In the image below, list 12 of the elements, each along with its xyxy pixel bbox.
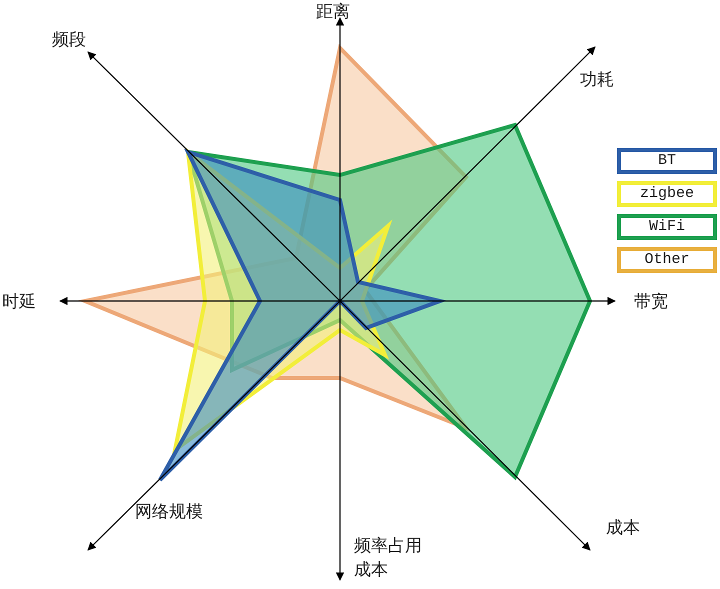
axis-label: 网络规模	[135, 501, 203, 524]
legend-item: zigbee	[617, 181, 717, 207]
axis-label: 成本	[606, 517, 640, 540]
axis-label: 频率占用成本	[354, 535, 423, 582]
axis-label: 距离	[316, 1, 350, 24]
axis-label: 时延	[2, 291, 36, 314]
axis-label: 带宽	[634, 291, 668, 314]
legend-item: Other	[617, 247, 717, 273]
axis-label: 功耗	[580, 69, 614, 92]
legend-item: BT	[617, 148, 717, 174]
legend-item: WiFi	[617, 214, 717, 240]
axis-label: 频段	[52, 29, 86, 52]
